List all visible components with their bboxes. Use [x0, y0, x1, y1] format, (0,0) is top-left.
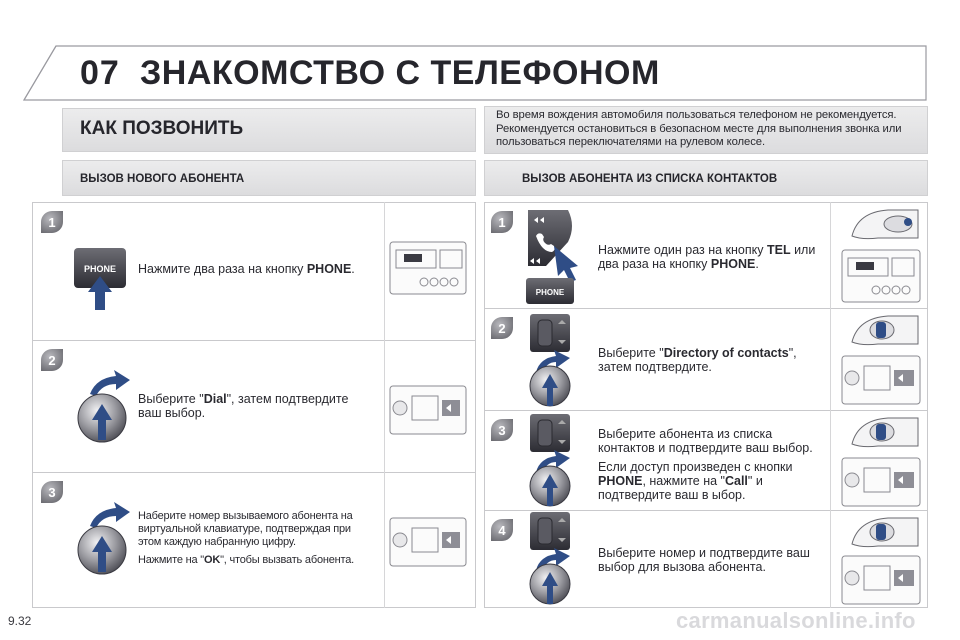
- radio-panel-illustration: [389, 385, 467, 435]
- page-number: 9.32: [8, 614, 32, 628]
- radio-panel-illustration: [389, 241, 467, 295]
- up-arrow-icon: [92, 536, 112, 572]
- left-step-2-text: Выберите "Dial", затем подтвердите ваш в…: [138, 392, 349, 420]
- right-step-1-text: Нажмите один раз на кнопку TEL или два р…: [598, 243, 816, 271]
- right-step-2-num: 2: [498, 321, 505, 336]
- up-arrow-icon: [542, 572, 558, 604]
- radio-panel-illustration: [841, 555, 921, 605]
- section-title-band: [62, 108, 476, 152]
- left-divider-1: [32, 340, 476, 341]
- radio-panel-illustration: [841, 249, 921, 303]
- right-subtitle: ВЫЗОВ АБОНЕНТА ИЗ СПИСКА КОНТАКТОВ: [522, 173, 778, 185]
- steering-wheel-illustration: [851, 417, 919, 448]
- radio-panel-illustration: [841, 457, 921, 507]
- rotate-arrow-icon: [90, 502, 130, 528]
- chapter-title: ЗНАКОМСТВО С ТЕЛЕФОНОМ: [140, 54, 660, 92]
- right-step-2-badge: 2: [491, 317, 513, 339]
- right-step-4-num: 4: [498, 523, 506, 538]
- thumbwheel-knob-illustration: [529, 414, 571, 507]
- left-step-3-num: 3: [48, 485, 55, 500]
- phone-button-illustration: PHONE: [74, 248, 126, 310]
- radio-panel-illustration: [389, 517, 467, 567]
- chapter-header-frame: [22, 45, 927, 101]
- right-step-1-num: 1: [498, 215, 505, 230]
- left-step-2-num: 2: [48, 353, 55, 368]
- right-step-3-text: Выберите абонента из списка контактов и …: [598, 427, 813, 502]
- left-step-2-badge: 2: [41, 349, 63, 371]
- left-image-divider: [384, 202, 385, 608]
- steering-wheel-illustration: [851, 517, 919, 548]
- right-step-3-badge: 3: [491, 419, 513, 441]
- radio-panel-illustration: [841, 355, 921, 405]
- left-divider-2: [32, 472, 476, 473]
- right-step-4-text: Выберите номер и подтвердите ваш выбор д…: [598, 546, 810, 574]
- right-image-divider: [830, 202, 831, 608]
- phone-button-label: PHONE: [536, 288, 565, 297]
- steering-control-illustration: PHONE: [526, 210, 578, 304]
- right-subtitle-band: [484, 160, 928, 196]
- right-divider-3: [484, 510, 928, 511]
- right-step-4-badge: 4: [491, 519, 513, 541]
- left-subtitle-band: [62, 160, 476, 196]
- up-arrow-icon: [542, 374, 558, 406]
- right-step-2-text: Выберите "Directory of contacts", затем …: [598, 346, 797, 374]
- right-divider-2: [484, 410, 928, 411]
- up-arrow-icon: [542, 474, 558, 506]
- rotary-knob-illustration: [77, 502, 130, 575]
- up-arrow-icon: [92, 404, 112, 440]
- chapter-number: 07: [80, 54, 120, 92]
- right-step-1-badge: 1: [491, 211, 513, 233]
- watermark: carmanualsonline.info: [676, 608, 916, 633]
- steering-wheel-illustration: [851, 315, 919, 346]
- left-step-3-text: Наберите номер вызываемого абонента на в…: [138, 510, 355, 566]
- section-title: КАК ПОЗВОНИТЬ: [80, 118, 244, 139]
- left-step-1-badge: 1: [41, 211, 63, 233]
- right-divider-1: [484, 308, 928, 309]
- pointer-arrow-icon: [554, 246, 578, 282]
- left-step-1-text: Нажмите два раза на кнопку PHONE.: [138, 262, 355, 276]
- thumbwheel-knob-illustration: [529, 314, 571, 407]
- thumbwheel-knob-illustration: [529, 512, 571, 605]
- left-step-1-num: 1: [48, 215, 55, 230]
- warning-band: [484, 106, 928, 154]
- phone-handset-icon: [536, 233, 555, 252]
- rotary-knob-illustration: [77, 370, 130, 443]
- rotate-arrow-icon: [90, 370, 130, 396]
- up-arrow-icon: [88, 276, 112, 310]
- left-step-3-badge: 3: [41, 481, 63, 503]
- right-step-3-num: 3: [498, 423, 505, 438]
- steering-wheel-illustration: [851, 209, 919, 240]
- warning-text: Во время вождения автомобиля пользоватьс…: [496, 109, 902, 149]
- left-subtitle: ВЫЗОВ НОВОГО АБОНЕНТА: [80, 173, 245, 185]
- phone-button-label: PHONE: [84, 264, 116, 274]
